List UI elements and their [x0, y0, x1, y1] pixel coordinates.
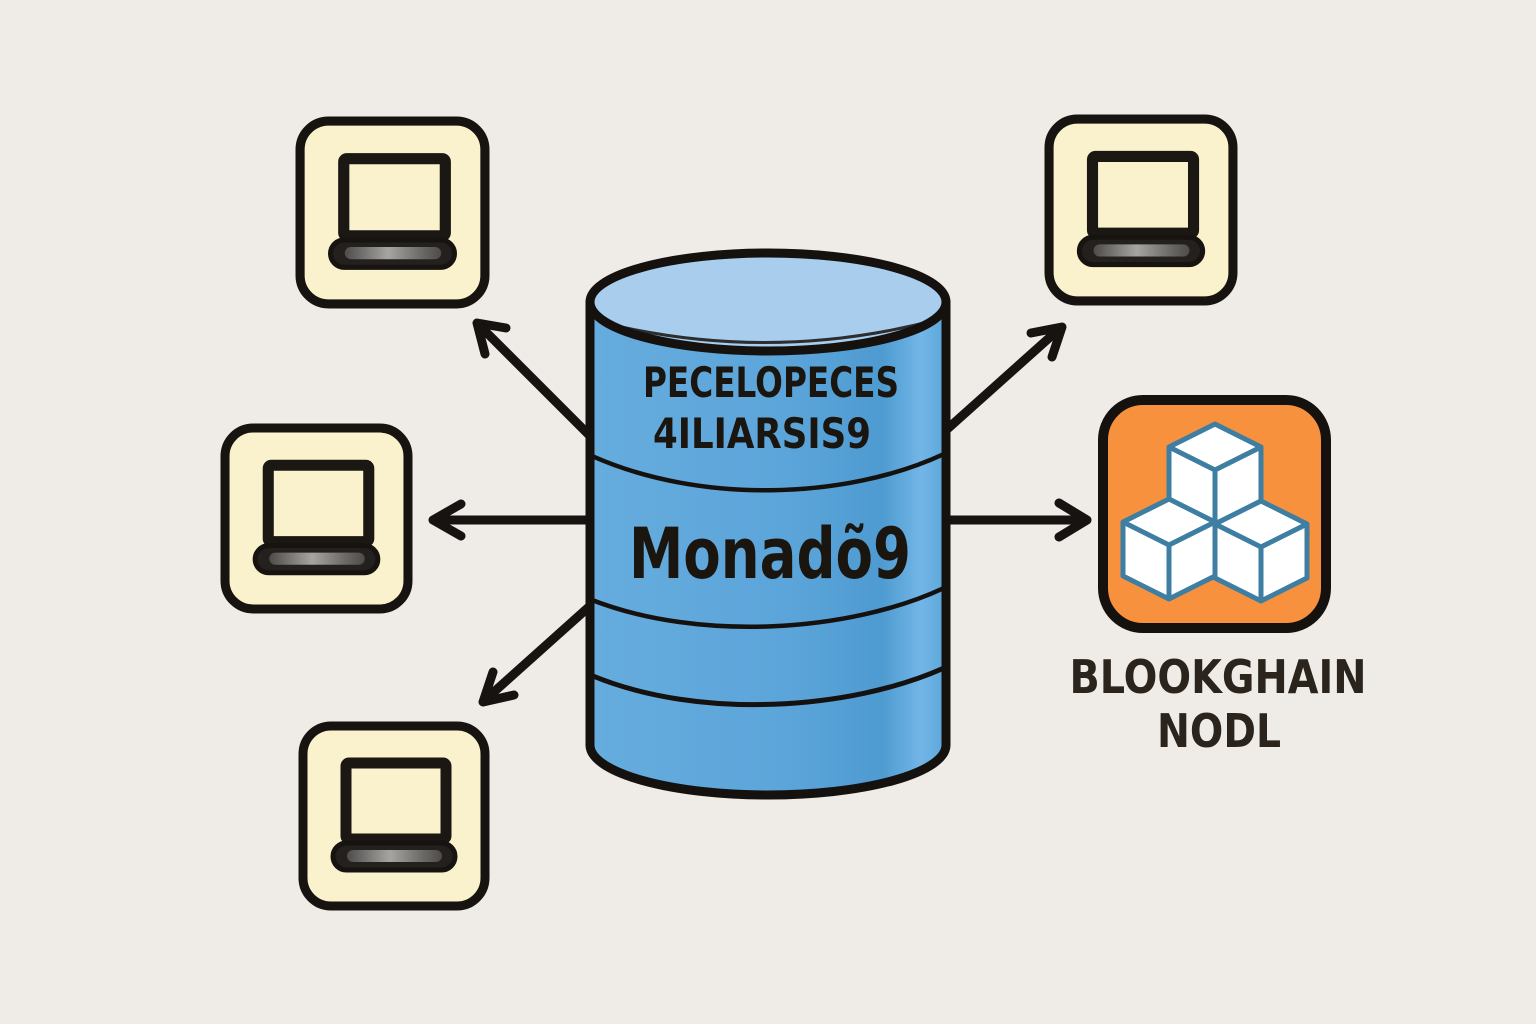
- cubes-icon: [1120, 421, 1310, 604]
- db-title: Monadõ9: [629, 513, 911, 595]
- client-node-top-right: [1049, 119, 1233, 301]
- blockchain-label-line2: NODL: [1157, 704, 1281, 758]
- arrow-db-to-client-top-right: [939, 322, 1067, 437]
- arrow-db-to-client-mid-left: [428, 499, 595, 541]
- db-label-line1: PECELOPECES: [643, 358, 899, 407]
- blockchain-label-line1: BLOOKGHAIN: [1070, 650, 1367, 704]
- laptop-icon: [225, 428, 408, 609]
- cylinder-body: [585, 297, 951, 800]
- database-cylinder: PECELOPECES 4ILIARSIS9 Monadõ9: [585, 248, 951, 800]
- arrow-db-to-client-top-left: [472, 318, 596, 442]
- laptop-icon: [1049, 119, 1233, 301]
- laptop-icon: [300, 121, 485, 304]
- client-node-mid-left: [225, 428, 408, 609]
- cylinder-top: [585, 248, 951, 356]
- client-node-bottom-left: [303, 726, 485, 906]
- client-node-top-left: [300, 121, 485, 304]
- laptop-icon: [303, 726, 485, 906]
- arrow-db-to-client-bottom-left: [478, 600, 596, 707]
- db-label-line2: 4ILIARSIS9: [653, 409, 871, 458]
- blockchain-node: BLOOKGHAIN NODL: [1070, 395, 1367, 758]
- arrow-db-to-blockchain: [939, 498, 1092, 542]
